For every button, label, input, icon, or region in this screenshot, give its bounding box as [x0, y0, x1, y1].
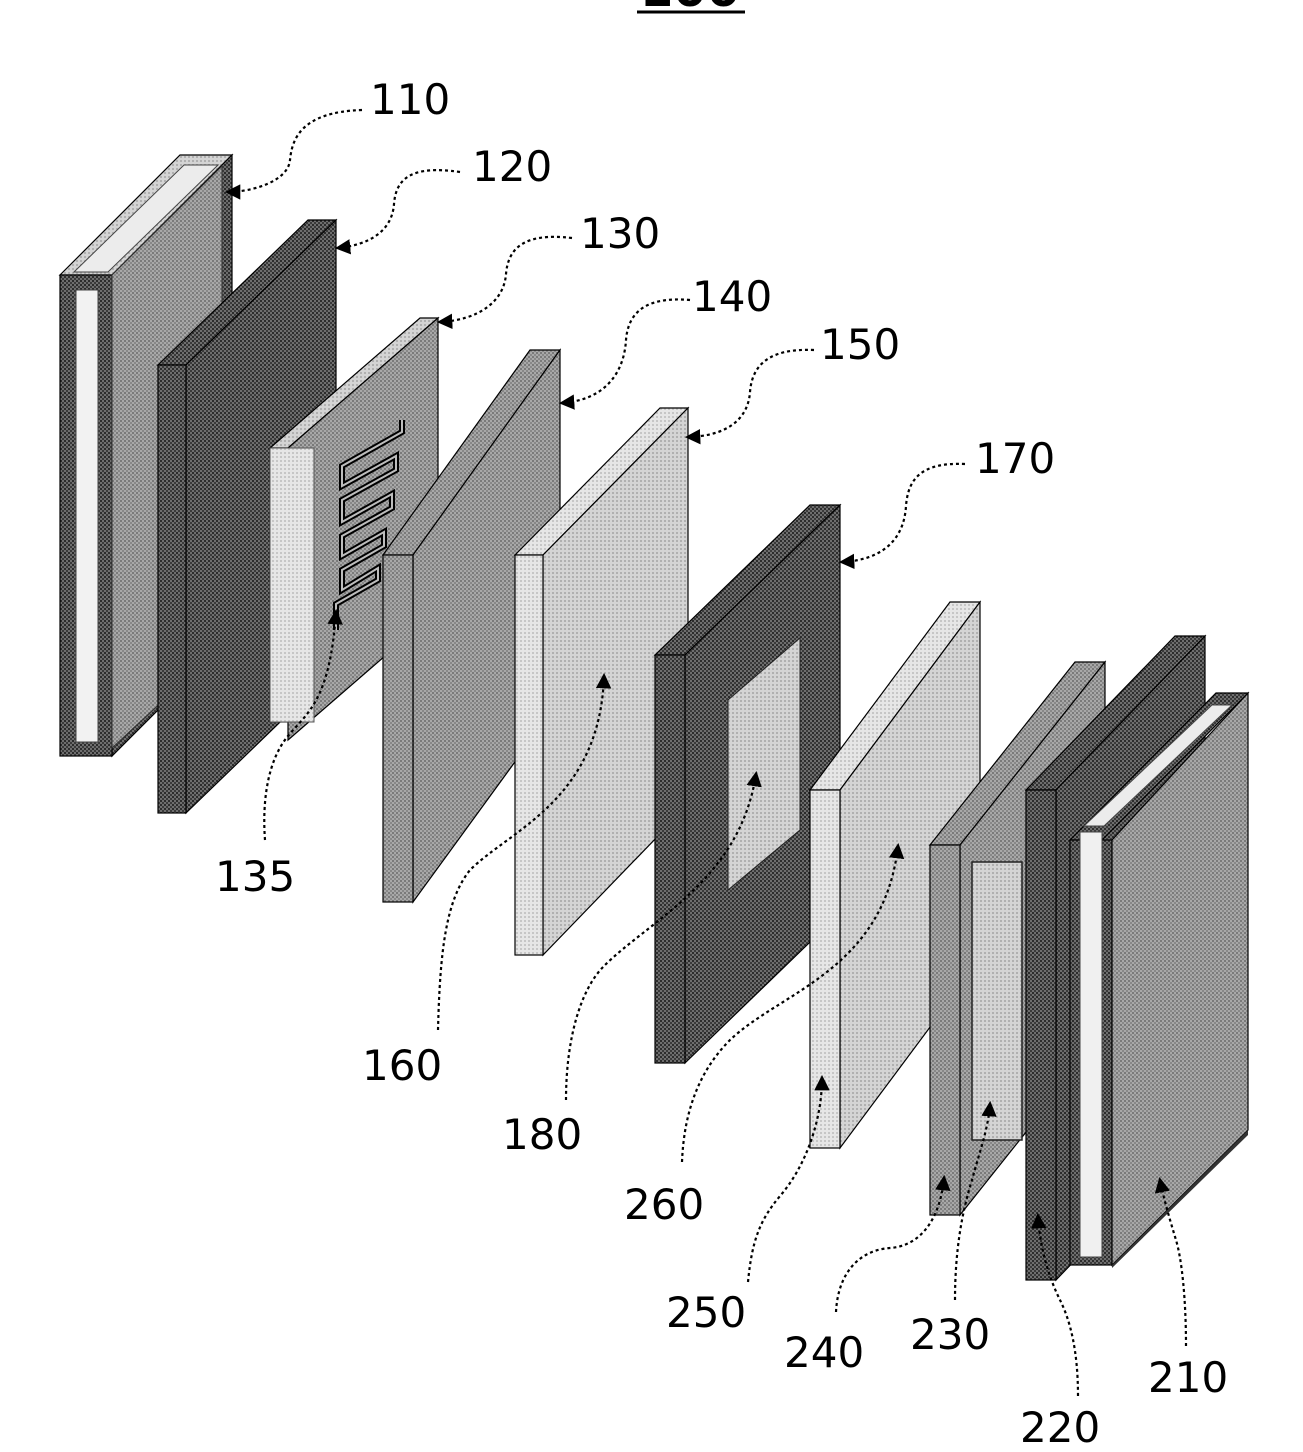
leader-170: [842, 464, 965, 562]
label-250: 250: [666, 1288, 746, 1337]
leader-130: [440, 237, 572, 322]
label-160: 160: [362, 1041, 442, 1090]
leader-150: [688, 350, 814, 437]
figure-title: 100: [640, 0, 740, 18]
label-220: 220: [1020, 1403, 1100, 1452]
label-260: 260: [624, 1180, 704, 1229]
label-135: 135: [215, 852, 295, 901]
leader-140: [562, 299, 690, 403]
leader-110: [228, 110, 362, 192]
label-210: 210: [1148, 1353, 1228, 1402]
label-170: 170: [975, 434, 1055, 483]
label-110: 110: [370, 75, 450, 124]
leader-240: [836, 1178, 944, 1312]
label-240: 240: [784, 1328, 864, 1377]
label-150: 150: [820, 320, 900, 369]
label-230: 230: [910, 1310, 990, 1359]
label-140: 140: [692, 272, 772, 321]
label-120: 120: [472, 142, 552, 191]
figure-title-group: 100: [637, 0, 745, 18]
label-130: 130: [580, 209, 660, 258]
leader-120: [338, 170, 460, 248]
label-180: 180: [502, 1110, 582, 1159]
